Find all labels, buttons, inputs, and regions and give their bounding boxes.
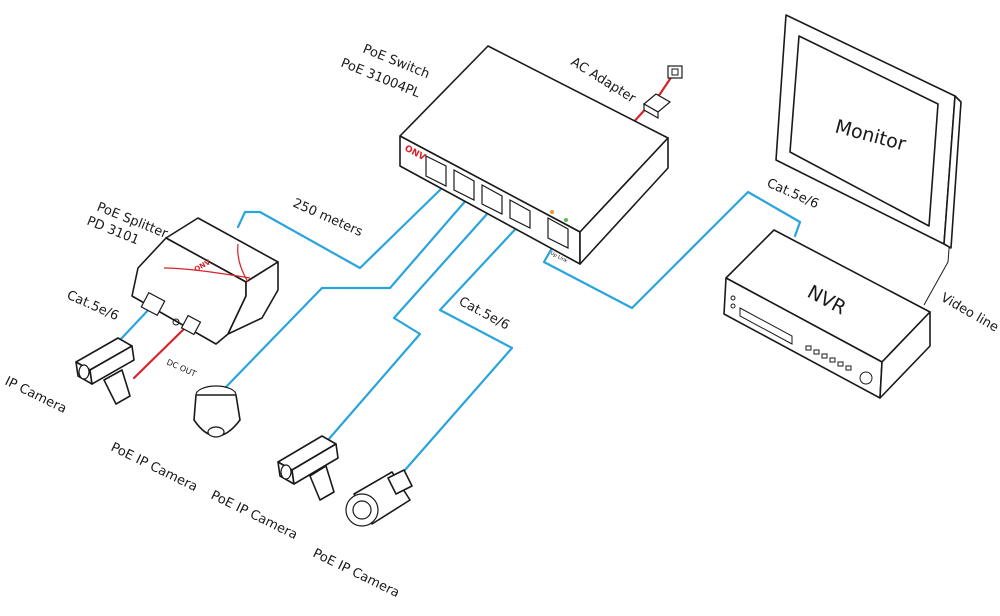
outlet-icon [667,65,683,79]
cable-switch-to-dome-camera [223,196,470,390]
switch-uplink-port [547,216,569,249]
power-outlet [667,65,683,79]
cat-label-center: Cat.5e/6 [456,294,512,333]
dc-out-label: DC OUT [165,358,197,379]
nvr: NVR [723,229,931,399]
distance-label: 250 meters [290,196,365,240]
switch-port-2 [453,168,475,201]
poe-ptz-dome-camera [193,385,241,438]
cable-switch-to-nvr [542,190,802,310]
switch-port-1 [425,155,447,187]
nvr-front-buttons [805,345,852,371]
monitor: Monitor [775,14,962,249]
splitter-dc-port [180,314,202,336]
splitter-led [172,318,180,326]
cable-splitter-to-ip-camera [118,304,154,342]
ac-adapter [642,93,672,120]
nvr-drive-bay [739,307,793,345]
cat-label-left: Cat.5e/6 [64,288,121,324]
cable-dc-out [132,323,190,380]
poe-box-camera [277,435,339,501]
switch-port-4 [509,198,531,229]
cable-switch-to-bullet-camera [403,220,524,472]
poe-splitter: ONV [131,217,279,345]
switch-led [550,210,554,214]
cable-switch-to-splitter [236,186,444,270]
ip-camera [75,337,135,405]
switch-led [564,218,568,222]
switch-ports [425,155,569,249]
cable-switch-to-box-camera [326,202,498,442]
poe-bullet-camera [345,469,413,527]
poe-camera-label-3: PoE IP Camera [310,546,402,601]
poe-camera-label-2: PoE IP Camera [208,488,300,543]
switch-port-3 [481,183,503,215]
poe-camera-label-1: PoE IP Camera [108,440,200,495]
poe-switch: ONV Up Link [399,45,669,265]
video-line-label: Video line [938,290,1000,335]
splitter-rj45-port [140,291,166,317]
nvr-power-button [859,371,873,385]
ip-camera-label: IP Camera [2,374,69,417]
